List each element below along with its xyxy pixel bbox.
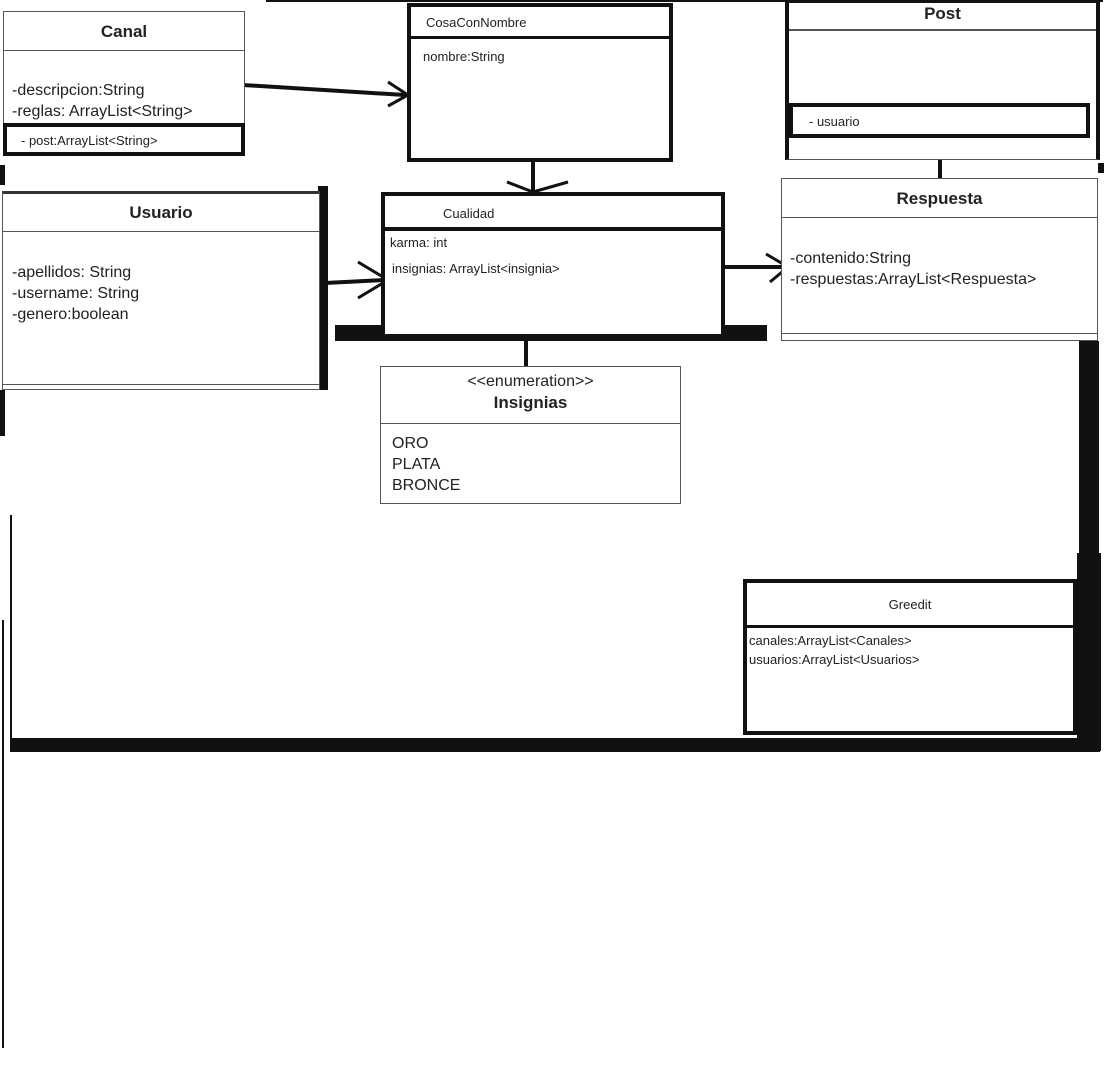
attribute: karma: int	[390, 235, 448, 250]
arrowhead-cosaconnombre	[506, 180, 569, 194]
attribute: -reglas: ArrayList<String>	[12, 103, 193, 120]
attribute: -username: String	[12, 285, 140, 302]
header-divider	[411, 36, 669, 39]
enum-insignias[interactable]: <<enumeration>> Insignias ORO PLATA BRON…	[380, 366, 681, 504]
class-respuesta[interactable]: Respuesta -contenido:String -respuestas:…	[781, 178, 1098, 341]
attribute: -respuestas:ArrayList<Respuesta>	[790, 271, 1037, 288]
right-edge-mark	[1098, 163, 1104, 173]
footer-divider	[3, 384, 319, 385]
footer-divider	[782, 333, 1097, 334]
class-name: Respuesta	[782, 179, 1097, 218]
top-line	[266, 0, 1103, 2]
right-vertical-bar-lower	[1077, 553, 1101, 751]
attribute: - usuario	[809, 114, 860, 129]
class-greedit[interactable]: Greedit canales:ArrayList<Canales> usuar…	[743, 579, 1077, 735]
attribute: insignias: ArrayList<insignia>	[392, 261, 560, 276]
header-divider	[381, 423, 680, 424]
class-cualidad[interactable]: Cualidad karma: int insignias: ArrayList…	[381, 192, 725, 338]
left-vertical-thin	[10, 515, 12, 740]
canal-post-attribute-box[interactable]: - post:ArrayList<String>	[3, 123, 245, 156]
header-divider	[385, 227, 721, 231]
class-name: CosaConNombre	[426, 15, 527, 30]
attribute: nombre:String	[423, 49, 505, 64]
class-name: Insignias	[493, 393, 568, 412]
left-edge-mark-2	[0, 390, 5, 436]
usuario-right-border	[318, 186, 328, 390]
class-name: Post	[789, 3, 1096, 31]
class-name: Usuario	[3, 194, 319, 232]
bottom-horizontal-bar	[10, 738, 1100, 752]
arrow-usuario-to-cualidad	[324, 278, 386, 285]
attribute: canales:ArrayList<Canales>	[749, 633, 912, 648]
class-name: Canal	[4, 12, 244, 51]
arrow-canal-to-cosaconnombre	[242, 83, 406, 97]
class-cosaconnombre[interactable]: CosaConNombre nombre:String	[407, 3, 673, 162]
attribute: usuarios:ArrayList<Usuarios>	[749, 652, 920, 667]
left-vertical-thin-2	[2, 620, 4, 1048]
left-edge-mark	[0, 165, 5, 185]
header-divider	[747, 625, 1073, 628]
attribute: -genero:boolean	[12, 306, 129, 323]
enum-value: ORO	[392, 435, 429, 452]
enum-value: PLATA	[392, 456, 441, 473]
class-name: Cualidad	[443, 206, 495, 221]
right-vertical-bar	[1079, 341, 1099, 553]
stereotype-label: <<enumeration>>	[467, 373, 594, 390]
attribute: -contenido:String	[790, 250, 911, 267]
class-name: Greedit	[888, 597, 932, 612]
post-usuario-attribute-box[interactable]: - usuario	[789, 103, 1090, 138]
attribute: -apellidos: String	[12, 264, 132, 281]
class-usuario[interactable]: Usuario -apellidos: String -username: St…	[2, 191, 320, 390]
attribute: - post:ArrayList<String>	[21, 133, 158, 148]
attribute: -descripcion:String	[12, 82, 145, 99]
enum-value: BRONCE	[392, 477, 461, 494]
